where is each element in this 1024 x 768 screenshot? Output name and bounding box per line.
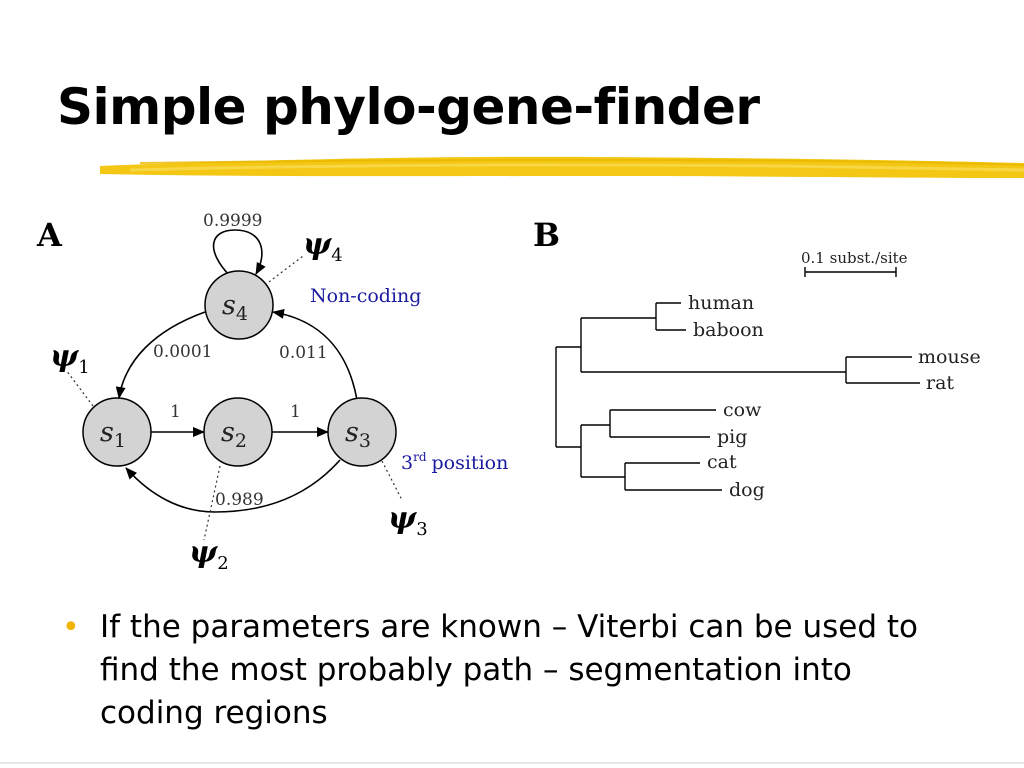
state-s1-sub: 1 — [114, 430, 126, 452]
emission-link-s4 — [260, 255, 304, 289]
edge-s4-to-s1 — [115, 311, 206, 399]
state-node-s2: s2 — [203, 397, 273, 467]
annotation-third-sup: rd — [413, 450, 427, 464]
taxon-label: cow — [723, 399, 762, 421]
edge-s3-to-s1 — [125, 459, 341, 513]
panel-a-label: A — [36, 216, 63, 254]
highlight-band-main — [100, 156, 1024, 178]
emission-psi4-base: ψ — [303, 227, 333, 262]
edge-s4-s1-label: 0.0001 — [153, 342, 212, 362]
scale-bar-label: 0.1 subst./site — [801, 249, 908, 267]
state-node-s1: s1 — [82, 397, 152, 467]
state-node-s3: s3 — [327, 397, 397, 467]
emission-psi3-base: ψ — [388, 501, 418, 536]
emission-psi1: ψ1 — [50, 339, 90, 378]
emission-psi4: ψ4 — [303, 227, 343, 266]
taxon-label: human — [688, 292, 754, 314]
annotation-third-word: position — [432, 452, 509, 474]
title-highlight-stroke — [100, 156, 1024, 178]
panel-b-label: B — [533, 216, 560, 254]
edge-s3-s4-label: 0.011 — [279, 343, 328, 363]
slide-title: Simple phylo-gene-finder — [57, 78, 760, 136]
edge-s3-to-s4 — [272, 308, 358, 401]
taxon-label: pig — [717, 426, 747, 448]
edge-s4-self-label: 0.9999 — [203, 211, 262, 231]
svg-text:s3: s3 — [345, 417, 371, 452]
state-s4-sub: 4 — [236, 303, 248, 325]
phylogenetic-tree — [555, 302, 920, 491]
bullet-text: If the parameters are known – Viterbi ca… — [100, 609, 918, 731]
scale-bar — [804, 267, 897, 277]
bullet-marker: • — [62, 610, 80, 645]
slide-bottom-divider — [0, 762, 1024, 764]
annotation-non-coding: Non-coding — [310, 285, 421, 307]
state-s2-base: s — [221, 417, 235, 448]
edge-s4-self-loop — [212, 229, 266, 277]
figure: A 0.9999 0.0001 0.011 1 1 0.989 s4 s1 s2 — [36, 211, 981, 574]
emission-psi2-base: ψ — [189, 535, 219, 570]
state-s2-sub: 2 — [235, 430, 247, 452]
emission-psi2: ψ2 — [189, 535, 229, 574]
annotation-third-position: 3rd position — [401, 450, 508, 474]
taxon-label: rat — [926, 372, 954, 394]
emission-psi3-sub: 3 — [416, 519, 427, 540]
emission-psi2-sub: 2 — [217, 553, 228, 574]
svg-text:s4: s4 — [222, 290, 248, 325]
emission-psi3: ψ3 — [388, 501, 428, 540]
edge-s3-s1-label: 0.989 — [215, 490, 264, 510]
highlight-band-streak — [139, 158, 1024, 166]
svg-text:s2: s2 — [221, 417, 247, 452]
state-s4-base: s — [222, 290, 236, 321]
annotation-third-number: 3 — [401, 452, 413, 474]
emission-psi1-base: ψ — [50, 339, 80, 374]
state-s3-sub: 3 — [359, 430, 371, 452]
state-s3-base: s — [345, 417, 359, 448]
emission-link-s3 — [381, 460, 403, 501]
taxon-label: dog — [729, 479, 765, 501]
edge-s2-s3-label: 1 — [290, 402, 301, 422]
state-s1-base: s — [100, 417, 114, 448]
highlight-band-streak — [129, 163, 1024, 172]
emission-psi1-sub: 1 — [78, 357, 89, 378]
edge-s1-s2-label: 1 — [170, 402, 181, 422]
emission-link-s1 — [65, 369, 97, 411]
state-node-s4: s4 — [204, 270, 274, 340]
svg-text:s1: s1 — [100, 417, 126, 452]
emission-psi4-sub: 4 — [331, 245, 342, 266]
taxon-label: baboon — [693, 319, 764, 341]
taxon-label: cat — [707, 451, 737, 473]
taxon-label: mouse — [918, 346, 981, 368]
